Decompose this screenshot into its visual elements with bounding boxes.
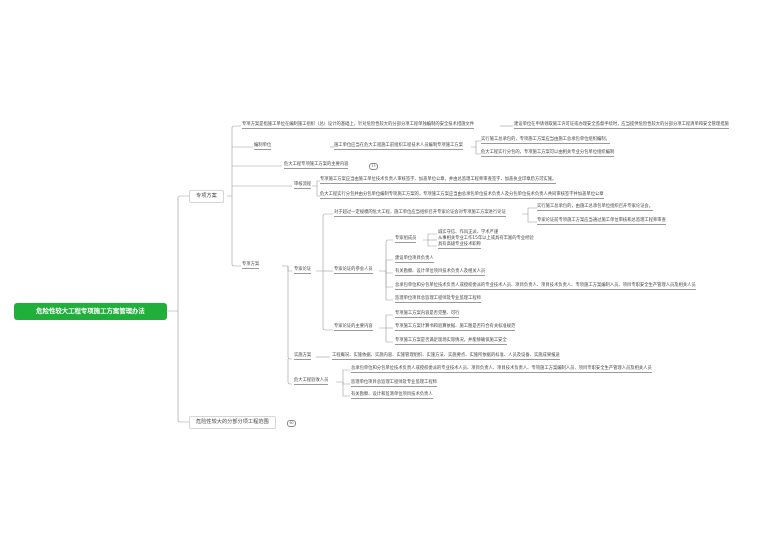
node-content-item-1[interactable]: 专项施工方案内容是否完整、可行 xyxy=(395,311,460,318)
node-participant-1[interactable]: 建设单位项目负责人 xyxy=(395,256,434,263)
node-content-item-3[interactable]: 专项施工方案是否满足现场实际情况，并能够确保施工安全 xyxy=(395,338,507,345)
connector-root-branch-a xyxy=(167,195,189,312)
node-expert-req-2[interactable]: 从事相关专业工作15年以上或具有丰富的专业经验 xyxy=(438,236,534,241)
node-expert-members[interactable]: 专家组成员 xyxy=(395,236,417,243)
node-expert-review[interactable]: 专家论证 xyxy=(294,267,312,274)
connector-root-branch-b xyxy=(177,311,189,423)
node-implementation[interactable]: 实施方案 xyxy=(294,353,312,360)
node-acceptance-staff[interactable]: 危大工程验收人员 xyxy=(294,378,329,385)
collapsed-count-badge[interactable]: 13 xyxy=(369,163,378,170)
node-review-content[interactable]: 专家论证的主要内容 xyxy=(334,324,373,331)
node-plan-compilation[interactable]: 专项方案 xyxy=(242,262,260,269)
node-acceptance-item-1[interactable]: 总承包单位和分包单位技术负责人或授权委派的专业技术人员、项目负责人、项目技术负责… xyxy=(351,366,652,373)
node-compiler-item-1[interactable]: 实行施工总承包的，专项施工方案应当由施工总承包单位组织编制。 xyxy=(481,137,610,144)
node-review-item-2[interactable]: 危大工程实行分包并由分包单位编制专项施工方案的，专项施工方案应当由总承包单位技术… xyxy=(320,192,604,199)
branch-hazard-scope[interactable]: 危险性较大的分部分项工程范围 xyxy=(189,416,276,429)
node-compiler-item-2[interactable]: 危大工程实行分包的，专项施工方案可以由相关专业分包单位组织编制 xyxy=(481,150,615,157)
node-main-content[interactable]: 危大工程专项施工方案的主要内容 xyxy=(284,162,349,169)
node-review-process[interactable]: 审核流程 xyxy=(294,182,312,189)
root-node[interactable]: 危险性较大工程专项施工方案管理办法 xyxy=(14,303,167,320)
node-expert-req-1[interactable]: 诚实守信、作风正派、学术严谨 xyxy=(438,230,499,235)
node-acceptance-item-2[interactable]: 监理单位项目总监理工程师及专业监理工程师 xyxy=(351,380,437,387)
node-expert-intro-item-1[interactable]: 实行施工总承包的，由施工总承包单位组织召开专家论证会。 xyxy=(537,204,654,211)
node-definition[interactable]: 专项方案是指施工单位在编制施工组织（总）设计的基础上，针对危险性较大的分部分项工… xyxy=(242,122,475,129)
node-participants[interactable]: 专家论证的参会人员 xyxy=(334,267,373,274)
node-compiler[interactable]: 编制单位 xyxy=(254,143,272,150)
collapsed-count-badge[interactable]: 60 xyxy=(287,420,296,427)
node-expert-req-3[interactable]: 具有高级专业技术职称 xyxy=(438,242,481,249)
node-compiler-text[interactable]: 施工单位应当在危大工程施工前组织工程技术人员编制专项施工方案 xyxy=(334,143,463,150)
node-review-item-1[interactable]: 专项施工方案应当由施工单位技术负责人审核签字、加盖单位公章，并由总监理工程师审查… xyxy=(320,177,557,184)
node-expert-intro[interactable]: 对于超过一定规模的危大工程，施工单位应当组织召开专家论证会对专项施工方案进行论证 xyxy=(334,210,506,217)
node-implementation-text[interactable]: 工程概况、实施依据、实施内容、实施管理组织、实施方法、实施要点、实施所依据的标准… xyxy=(332,353,560,360)
node-participant-3[interactable]: 总承包单位和分包单位技术负责人或授权委派的专业技术人员、项目负责人、项目技术负责… xyxy=(395,283,696,290)
node-content-item-2[interactable]: 专项施工方案计算书和验算依据、施工图是否符合有关标准规范 xyxy=(395,324,516,331)
node-acceptance-item-3[interactable]: 有关勘察、设计和监测单位项目技术负责人 xyxy=(351,392,433,399)
node-participant-2[interactable]: 有关勘察、设计单位项目技术负责人及相关人员 xyxy=(395,269,486,276)
node-expert-intro-item-2[interactable]: 专家论证前专项施工方案应当通过施工单位审核和总监理工程师审查 xyxy=(537,218,666,225)
node-definition-detail[interactable]: 建设单位在申请领取施工许可证或办理安全监督手续时，应当提供危险性较大的分部分项工… xyxy=(514,122,729,129)
branch-special-plan[interactable]: 专项方案 xyxy=(189,190,224,203)
node-participant-4[interactable]: 监理单位项目总监理工程师及专业监理工程师 xyxy=(395,296,481,303)
